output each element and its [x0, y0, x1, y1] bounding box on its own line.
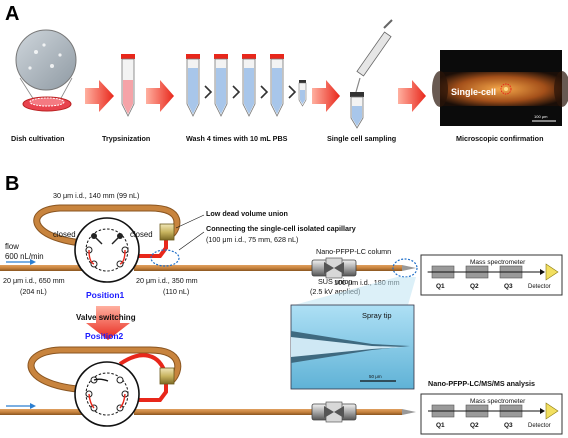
process-arrow-3 [312, 80, 340, 112]
valve-switching-label: Valve switching [76, 313, 136, 322]
syringe-illustration [350, 19, 393, 129]
micrograph: Single-cell 100 μm [432, 50, 568, 126]
capillary-spec-label: (100 μm i.d., 75 mm, 628 nL) [206, 235, 298, 244]
capillary-label: Connecting the single-cell isolated capi… [206, 224, 356, 233]
ms1-detector: Detector [528, 284, 551, 290]
six-port-valve-1[interactable] [74, 217, 140, 283]
process-arrow-1 [85, 80, 114, 112]
capillary-highlight-ellipse [150, 249, 180, 267]
step-caption-wash: Wash 4 times with 10 mL PBS [186, 134, 288, 143]
loop-spec-label: 30 μm i.d., 140 mm (99 nL) [53, 191, 139, 200]
outlet-capillary-1 [134, 265, 312, 271]
inlet-spec-label: 20 μm i.d., 650 mm [3, 276, 65, 285]
ms1-q2: Q2 [470, 283, 479, 290]
position2-label: Position2 [85, 331, 124, 341]
ms2-q2: Q2 [470, 422, 479, 429]
ms2-detector: Detector [528, 423, 551, 429]
flow-rate-label: 600 nL/min [5, 252, 44, 261]
single-cell-capillary-1 [130, 236, 168, 258]
panel-b: B 30 μm i.d., 140 mm (99 nL) [0, 173, 563, 435]
tip-highlight-ellipse [392, 258, 418, 278]
single-cell-label: Single-cell [451, 87, 496, 97]
ms1-q1: Q1 [436, 283, 445, 290]
outlet-spec-label: 20 μm i.d., 350 mm [136, 276, 198, 285]
panel-b-label: B [5, 173, 19, 195]
spray-tip-micrograph: Spray tip 50 μm [290, 304, 415, 390]
step-caption-confirm: Microscopic confirmation [456, 134, 543, 143]
ms2-q1: Q1 [436, 422, 445, 429]
sus-union-1 [311, 257, 357, 279]
step-caption-sampling: Single cell sampling [327, 134, 396, 143]
trypsin-tube-illustration [121, 54, 135, 117]
spray-needle-1 [402, 265, 416, 271]
flow-label: flow [5, 242, 19, 251]
low-dead-volume-union-1 [159, 223, 175, 241]
step-caption-dish: Dish cultivation [11, 134, 65, 143]
position1-label: Position1 [86, 290, 125, 300]
column-label: Nano-PFPP-LC column [316, 247, 391, 256]
spray-scale-label: 50 μm [369, 374, 382, 379]
dish-illustration [15, 29, 77, 112]
panel-a: A Dish cultivation Trypsinization [5, 3, 568, 143]
sus-union-label: SUS union [318, 277, 352, 286]
ms1-title: Mass spectrometer [470, 259, 526, 266]
valve-switching-arrow [86, 306, 130, 340]
analytical-column-2 [356, 409, 402, 415]
mass-spectrometer-1: Mass spectrometer Q1 Q2 Q3 Detector [420, 254, 563, 296]
single-cell-capillary-2 [130, 382, 168, 402]
spray-tip-label: Spray tip [362, 311, 392, 320]
spray-needle-2 [402, 409, 416, 415]
step-caption-trypsin: Trypsinization [102, 134, 150, 143]
inlet-capillary-2 [0, 409, 96, 415]
process-arrow-4 [398, 80, 426, 112]
closed-left-label: closed [53, 230, 76, 239]
outlet-capillary-2 [134, 409, 312, 415]
ms2-title: Mass spectrometer [470, 398, 526, 405]
ms2-q3: Q3 [504, 422, 513, 429]
union-label: Low dead volume union [206, 209, 288, 218]
union-leader-line [175, 214, 205, 229]
capillary-leader-line [178, 231, 205, 251]
sus-voltage-label: (2.5 kV applied) [310, 287, 360, 296]
mass-spectrometer-2: Mass spectrometer Q1 Q2 Q3 Detector [420, 393, 563, 435]
flow-arrow-1-head [30, 259, 36, 265]
sus-union-2 [311, 401, 357, 423]
closed-right-label: closed [130, 230, 153, 239]
analytical-column-1 [356, 265, 402, 271]
flow-arrow-2-head [30, 403, 36, 409]
inlet-volume-label: (204 nL) [20, 287, 47, 296]
spray-tip-zoom-wedge [294, 277, 416, 305]
analysis-label: Nano-PFPP-LC/MS/MS analysis [428, 379, 535, 388]
outlet-volume-label: (110 nL) [163, 287, 189, 296]
column-spec-label: 100 μm i.d., 180 mm [334, 278, 400, 287]
ms1-q3: Q3 [504, 283, 513, 290]
inlet-capillary-1 [0, 265, 96, 271]
panel-a-label: A [5, 3, 19, 25]
micrograph-scale-label: 100 μm [534, 114, 548, 119]
process-arrow-2 [146, 80, 174, 112]
wash-tubes-illustration [186, 54, 307, 117]
low-dead-volume-union-2 [159, 367, 175, 385]
six-port-valve-2[interactable] [74, 361, 140, 427]
